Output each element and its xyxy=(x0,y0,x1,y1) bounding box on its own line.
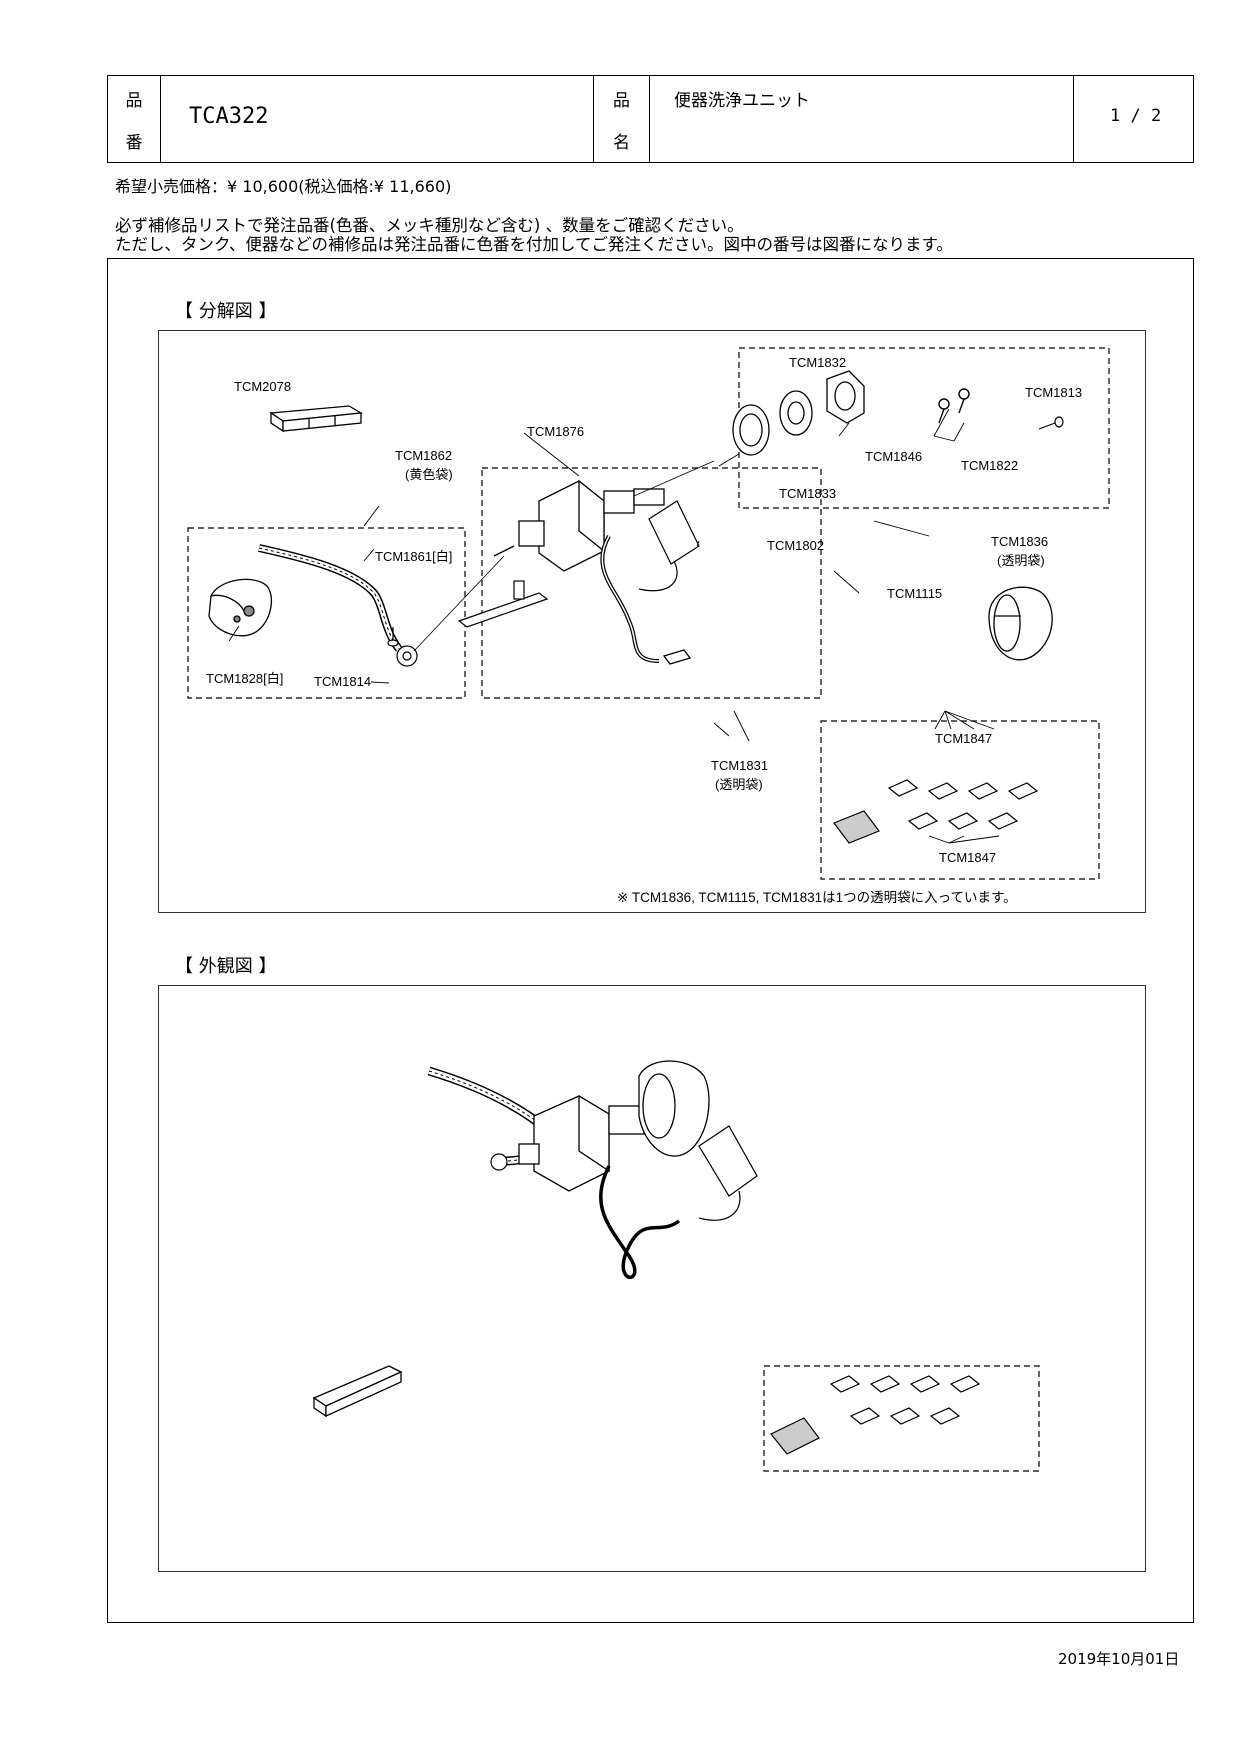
washer-1832 xyxy=(779,390,813,436)
valve-group-box xyxy=(481,467,822,699)
exterior-view-panel xyxy=(158,985,1146,1572)
issue-date: 2019年10月01日 xyxy=(1058,1650,1180,1668)
exploded-view-drawing xyxy=(187,347,1110,880)
label-tcm1861: TCM1861[白] xyxy=(375,549,453,564)
tag-1802 xyxy=(638,500,700,592)
label-tcm1814: TCM1814 xyxy=(314,674,372,689)
exterior-view-drawing xyxy=(312,1060,1040,1472)
label-tcm1828: TCM1828[白] xyxy=(206,671,284,686)
adhesive-pad xyxy=(833,810,880,844)
lever-chain xyxy=(258,544,418,667)
label-tcm1833: TCM1833 xyxy=(779,486,837,501)
part-number: TCA322 xyxy=(189,104,269,129)
label-tcm1847-bottom: TCM1847 xyxy=(939,850,997,865)
assembly-line-1 xyxy=(413,555,505,652)
label-tcm2078: TCM2078 xyxy=(234,379,292,394)
screw-1813 xyxy=(1038,416,1064,430)
drawing-frame xyxy=(107,258,1194,1623)
page-cell: 1 / 2 xyxy=(1074,76,1193,162)
hinban-label-cell: 品 番 xyxy=(108,76,161,162)
label-tcm1862-note: (黄色袋) xyxy=(405,467,453,482)
product-name: 便器洗浄ユニット xyxy=(674,91,810,111)
label-tcm1846: TCM1846 xyxy=(865,449,923,464)
exterior-view-title: 【 外観図 】 xyxy=(175,956,277,977)
assembly-line-2 xyxy=(633,460,715,497)
label-tcm1822: TCM1822 xyxy=(961,458,1019,473)
product-name-cell: 便器洗浄ユニット xyxy=(650,76,1074,162)
price-line: 希望小売価格：¥ 10,600(税込価格:¥ 11,660) xyxy=(115,177,452,196)
clips-1822 xyxy=(938,388,970,424)
ext-cover xyxy=(638,1060,710,1157)
clips-1847 xyxy=(887,779,1039,830)
ring-1833 xyxy=(732,404,770,456)
label-tcm1813: TCM1813 xyxy=(1025,385,1083,400)
leader-lines xyxy=(228,408,1000,844)
exploded-view-title: 【 分解図 】 xyxy=(175,301,277,322)
label-tcm1831-note: (透明袋) xyxy=(715,777,763,792)
hinmei-label-cell: 品 名 xyxy=(594,76,650,162)
hinban-label-1: 品 xyxy=(125,91,143,111)
label-tcm1836: TCM1836 xyxy=(991,534,1049,549)
handle-knob xyxy=(208,578,272,637)
ext-valve-body xyxy=(518,1094,645,1192)
valve-rod xyxy=(457,580,549,628)
part-number-cell: TCA322 xyxy=(161,76,594,162)
lever-group-box xyxy=(187,527,466,699)
page-number: 1 / 2 xyxy=(1110,106,1162,126)
ext-clips xyxy=(829,1375,981,1425)
hinmei-label-2: 名 xyxy=(613,133,630,153)
label-tcm1831: TCM1831 xyxy=(711,758,769,773)
hinban-label-2: 番 xyxy=(125,133,143,153)
exploded-view-panel: TCM2078 TCM1862 (黄色袋) TCM1861[白] TCM1828… xyxy=(158,330,1146,913)
ext-cable xyxy=(599,1165,681,1280)
clip-group-box xyxy=(820,720,1100,880)
label-tcm1115: TCM1115 xyxy=(887,586,943,601)
note-line-1: 必ず補修品リストで発注品番(色番、メッキ種別など含む) 、数量をご確認ください。 xyxy=(115,216,744,235)
label-tcm1836-note: (透明袋) xyxy=(997,553,1045,568)
hinmei-label-1: 品 xyxy=(613,91,630,111)
tape-part xyxy=(269,405,364,433)
note-line-2: ただし、タンク、便器などの補修品は発注品番に色番を付加してご発注ください。図中の… xyxy=(115,235,953,254)
label-tcm1876: TCM1876 xyxy=(527,424,585,439)
label-tcm1862: TCM1862 xyxy=(395,448,453,463)
exploded-footnote: ※ TCM1836, TCM1115, TCM1831は1つの透明袋に入っていま… xyxy=(617,890,1017,905)
valve-body xyxy=(493,479,692,665)
label-tcm1832: TCM1832 xyxy=(789,355,847,370)
ext-adhesive-pad xyxy=(770,1417,820,1455)
nut-1846 xyxy=(826,370,865,424)
label-tcm1802: TCM1802 xyxy=(767,538,825,553)
screw-1814 xyxy=(387,627,399,647)
ext-tape xyxy=(312,1365,403,1418)
ext-tag xyxy=(698,1125,758,1221)
header-table: 品 番 TCA322 品 名 便器洗浄ユニット 1 / 2 xyxy=(107,75,1194,163)
cover-1115 xyxy=(988,586,1053,661)
label-tcm1847-top: TCM1847 xyxy=(935,731,993,746)
